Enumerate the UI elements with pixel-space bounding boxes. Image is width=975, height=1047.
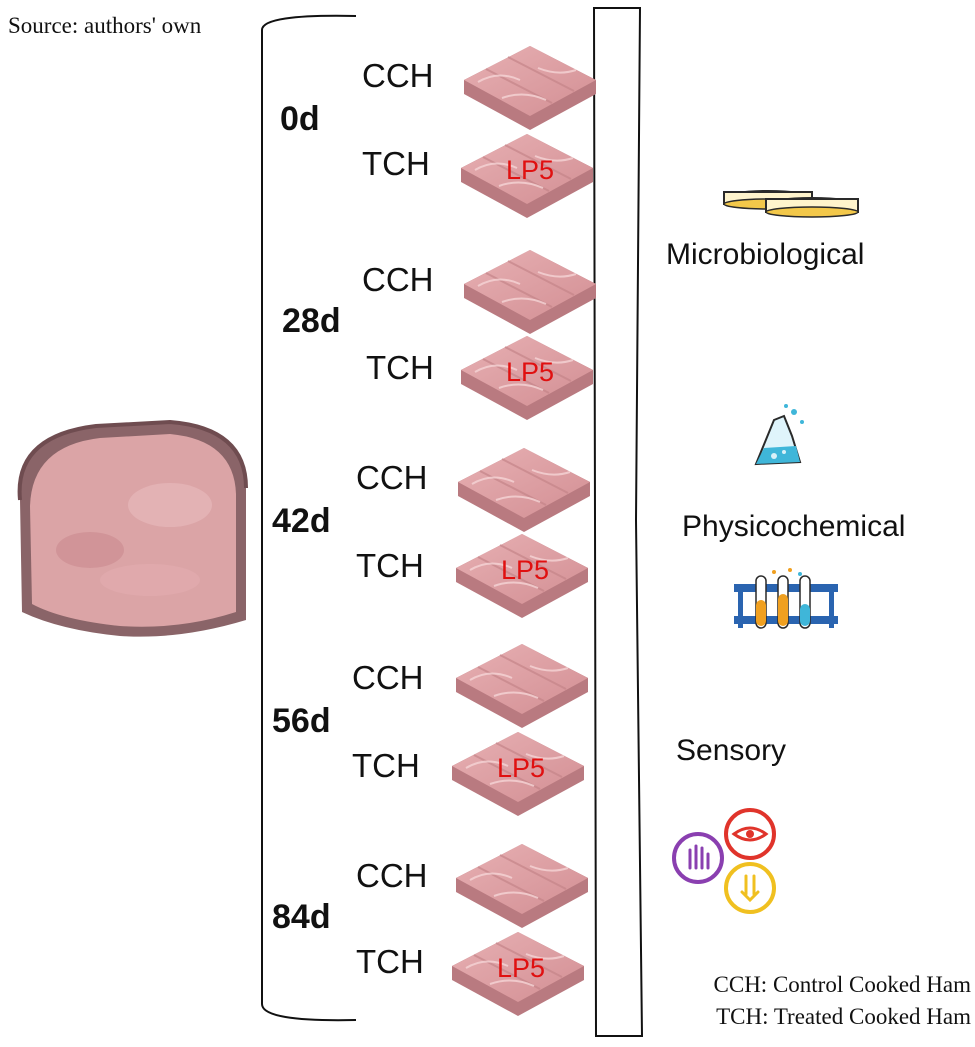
lp5-strain-label: LP5 bbox=[500, 555, 550, 585]
control-group-label: CCH bbox=[362, 261, 434, 298]
treated-ham-slices-image: LP5 bbox=[446, 726, 588, 822]
control-ham-slices-image bbox=[452, 442, 594, 538]
control-ham-slices-image bbox=[458, 244, 600, 340]
legend-tch: TCH: Treated Cooked Ham bbox=[716, 1004, 971, 1029]
treated-group-label: TCH bbox=[366, 349, 434, 386]
control-ham-slices-image bbox=[450, 838, 592, 934]
lp5-strain-label: LP5 bbox=[496, 953, 546, 983]
analysis-label-physicochemical: Physicochemical bbox=[682, 510, 906, 543]
treated-ham-slices-image: LP5 bbox=[446, 926, 588, 1022]
timepoint-day-label: 84d bbox=[272, 898, 331, 936]
treated-ham-slices-image: LP5 bbox=[450, 528, 592, 624]
test-tube-rack-icon bbox=[734, 566, 838, 635]
treated-group-label: TCH bbox=[356, 547, 424, 584]
treated-group-label: TCH bbox=[362, 145, 430, 182]
control-ham-slices-image bbox=[458, 40, 600, 136]
analysis-label-microbiological: Microbiological bbox=[666, 238, 865, 271]
lp5-strain-label: LP5 bbox=[505, 357, 555, 387]
treated-group-label: TCH bbox=[352, 747, 420, 784]
source-credit: Source: authors' own bbox=[8, 13, 202, 38]
timepoint-day-label: 56d bbox=[272, 702, 331, 740]
control-ham-slices-image bbox=[450, 638, 592, 734]
petri-dish-icon bbox=[716, 178, 864, 227]
control-group-label: CCH bbox=[362, 57, 434, 94]
timepoint-day-label: 28d bbox=[282, 302, 341, 340]
lp5-strain-label: LP5 bbox=[496, 753, 546, 783]
sensory-senses-icon bbox=[666, 808, 792, 925]
lp5-strain-label: LP5 bbox=[505, 155, 555, 185]
control-group-label: CCH bbox=[352, 659, 424, 696]
analysis-label-sensory: Sensory bbox=[676, 734, 787, 767]
control-group-label: CCH bbox=[356, 459, 428, 496]
control-group-label: CCH bbox=[356, 857, 428, 894]
treated-ham-slices-image: LP5 bbox=[455, 128, 597, 224]
treated-ham-slices-image: LP5 bbox=[455, 330, 597, 426]
timepoint-day-label: 0d bbox=[280, 100, 320, 138]
treated-group-label: TCH bbox=[356, 943, 424, 980]
timepoint-day-label: 42d bbox=[272, 502, 331, 540]
whole-cooked-ham-image bbox=[17, 419, 248, 637]
flask-icon bbox=[750, 402, 810, 479]
legend-cch: CCH: Control Cooked Ham bbox=[713, 972, 971, 997]
